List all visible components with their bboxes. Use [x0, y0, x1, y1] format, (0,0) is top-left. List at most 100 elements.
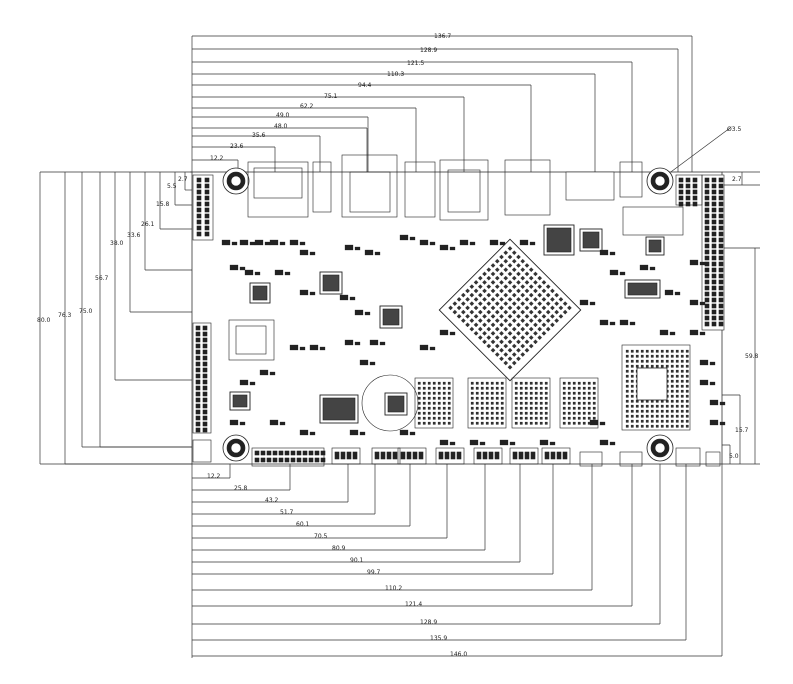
ball [480, 406, 484, 410]
ball [680, 354, 684, 358]
ball [645, 404, 649, 408]
ball [480, 386, 484, 390]
mounting-hole-center [230, 442, 242, 454]
connector-lan [247, 161, 309, 218]
ball [486, 267, 492, 273]
ball [465, 322, 470, 328]
ic-die [387, 395, 405, 413]
ball [486, 284, 492, 289]
ball [675, 419, 679, 423]
ball [625, 374, 629, 378]
ball [494, 284, 500, 289]
ball [473, 280, 479, 285]
smd-part [374, 251, 381, 256]
smd-part [639, 264, 649, 271]
pin [692, 195, 698, 201]
smd-part [719, 421, 726, 426]
smd-part [429, 241, 436, 246]
ball [499, 347, 504, 353]
ball [516, 297, 521, 302]
ball [524, 305, 530, 311]
smd-part [239, 379, 249, 386]
ball [519, 396, 523, 400]
ball [442, 416, 446, 420]
ic-die [252, 285, 268, 301]
ball [533, 280, 538, 285]
ball [417, 421, 421, 425]
ball [524, 396, 528, 400]
ball [582, 381, 586, 385]
ball [511, 292, 517, 298]
ball [507, 297, 513, 302]
ball [630, 374, 634, 378]
smd-part [269, 419, 279, 426]
ball [432, 416, 436, 420]
ball [528, 275, 534, 281]
ball [485, 381, 489, 385]
ball [494, 335, 500, 340]
ball [534, 411, 538, 415]
ball [480, 396, 484, 400]
pin [718, 285, 724, 291]
connector-hdmi-inner [349, 171, 391, 213]
smd-part [264, 241, 271, 246]
ball [685, 389, 689, 393]
pin [266, 457, 272, 463]
pin [711, 249, 717, 255]
ball [516, 322, 521, 328]
smd-part [399, 234, 409, 241]
ball [534, 391, 538, 395]
pin [202, 427, 208, 433]
ball [499, 356, 504, 362]
ball [417, 386, 421, 390]
ball [541, 280, 547, 285]
ball [558, 314, 564, 319]
bottom-connector [541, 447, 571, 465]
smd-part [364, 249, 374, 256]
ball [494, 267, 500, 273]
smd-part [609, 321, 616, 326]
ball [470, 396, 474, 400]
pin [202, 397, 208, 403]
smd-part [539, 439, 549, 446]
ball [524, 288, 530, 294]
hole-diameter-label: Ø3.5 [727, 126, 741, 133]
smd-part [419, 344, 429, 351]
smd-part [469, 439, 479, 446]
ball [485, 396, 489, 400]
ball [519, 416, 523, 420]
ball [685, 384, 689, 388]
ball [511, 301, 517, 306]
ball [533, 339, 538, 345]
ball [680, 379, 684, 383]
pin [524, 451, 530, 460]
pin [711, 207, 717, 213]
ball [660, 354, 664, 358]
pin [400, 451, 406, 460]
smd-part [529, 241, 536, 246]
right-dim-label: 5.0 [729, 453, 739, 460]
ball [685, 419, 689, 423]
ball [675, 364, 679, 368]
mounting-hole-center [654, 442, 666, 454]
ball [520, 267, 526, 273]
ball [465, 297, 470, 302]
ball [562, 411, 566, 415]
ball [670, 394, 674, 398]
ball [516, 314, 521, 319]
pin [704, 255, 710, 261]
ball [470, 416, 474, 420]
ball [640, 354, 644, 358]
ball [447, 406, 451, 410]
ball [587, 406, 591, 410]
smd-part [459, 239, 469, 246]
pin [718, 279, 724, 285]
ball [520, 301, 526, 306]
pin [196, 189, 202, 195]
smd-part [299, 241, 306, 246]
ball [469, 301, 475, 306]
ball [528, 284, 534, 289]
smd-part [689, 329, 699, 336]
ball [685, 394, 689, 398]
left-header-top [192, 174, 214, 241]
